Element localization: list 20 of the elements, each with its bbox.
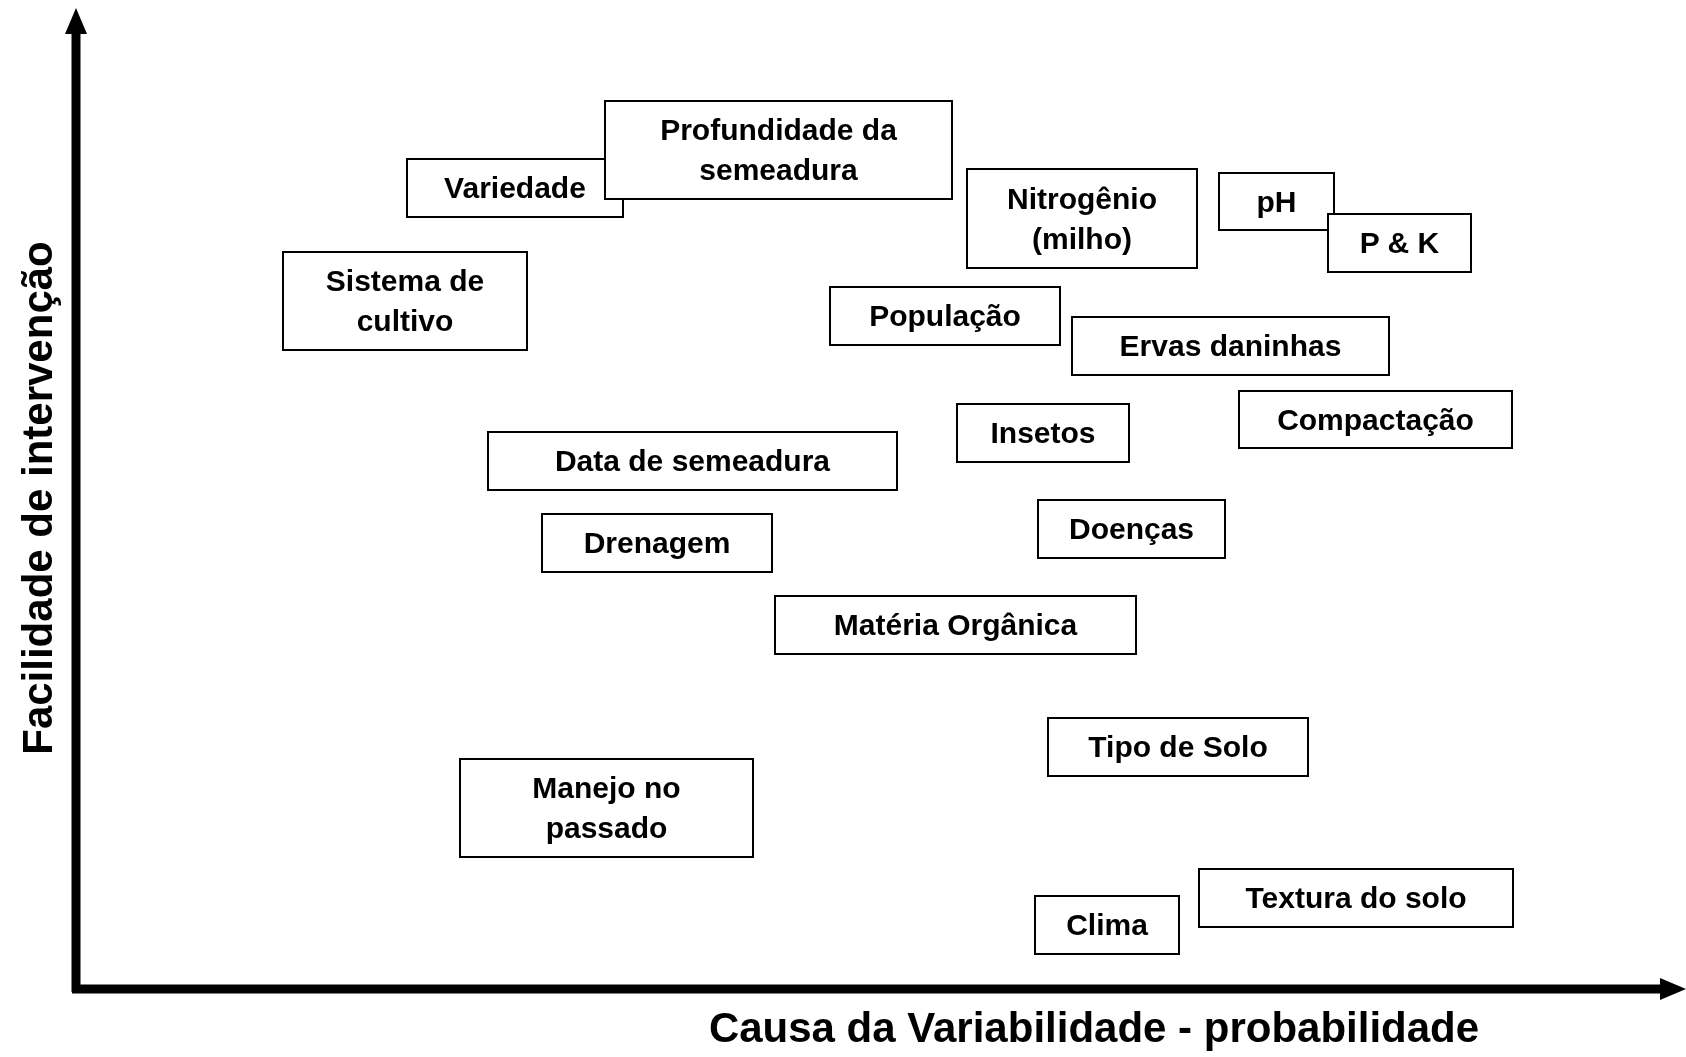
factor-box: Nitrogênio (milho) [966, 168, 1198, 269]
factor-box: Matéria Orgânica [774, 595, 1137, 655]
factor-box: Compactação [1238, 390, 1513, 449]
factor-box: Data de semeadura [487, 431, 898, 491]
factor-box: População [829, 286, 1061, 346]
factor-box: Textura do solo [1198, 868, 1514, 928]
x-axis-title: Causa da Variabilidade - probabilidade [708, 1004, 1480, 1052]
factor-box: Drenagem [541, 513, 773, 573]
factor-box: Clima [1034, 895, 1180, 955]
factor-box: Insetos [956, 403, 1130, 463]
factor-box: Variedade [406, 158, 624, 218]
factor-box: Manejo no passado [459, 758, 754, 858]
factor-box: Sistema de cultivo [282, 251, 528, 351]
factor-box: pH [1218, 172, 1335, 231]
factor-box: Tipo de Solo [1047, 717, 1309, 777]
y-axis-title: Facilidade de intervenção [14, 241, 62, 755]
factor-box: P & K [1327, 213, 1472, 273]
factor-box: Ervas daninhas [1071, 316, 1390, 376]
factor-box: Doenças [1037, 499, 1226, 559]
factor-box: Profundidade da semeadura [604, 100, 953, 200]
